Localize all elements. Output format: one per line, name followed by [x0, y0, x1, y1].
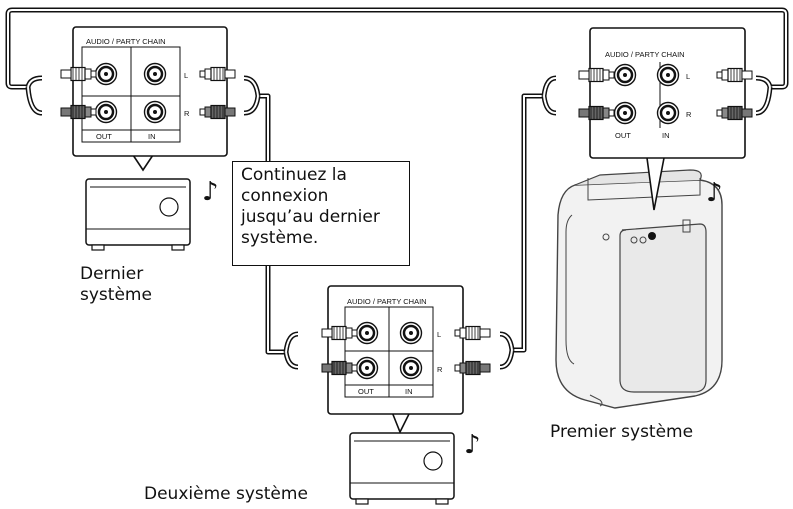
callout-line-2: connexion: [241, 186, 329, 206]
music-note-icon: ♪: [706, 178, 723, 208]
panel-c-left-label: L: [437, 330, 441, 339]
callout-line-3: jusqu’au dernier: [241, 207, 380, 227]
first-system-speaker: [555, 169, 723, 409]
cables: [5, 7, 789, 370]
last-system-label-line-2: système: [80, 285, 152, 305]
music-note-icon: ♪: [202, 177, 219, 207]
panel-last-system: [72, 26, 228, 157]
music-note-icon: ♪: [464, 430, 481, 460]
panel-c-out-label: OUT: [358, 387, 374, 396]
callout-line-4: système.: [241, 228, 319, 248]
panel-b-in-label: IN: [662, 131, 670, 140]
second-system-unit: [349, 432, 455, 505]
last-system-unit: [85, 178, 191, 251]
callout-line-1: Continuez la: [241, 165, 347, 185]
panel-a-right-label: R: [184, 109, 190, 118]
panel-a-in-label: IN: [148, 132, 156, 141]
panel-c-in-label: IN: [405, 387, 413, 396]
panel-b-right-label: R: [686, 110, 692, 119]
panel-a-header: AUDIO / PARTY CHAIN: [86, 37, 166, 46]
panel-a-out-label: OUT: [96, 132, 112, 141]
last-system-label-line-1: Dernier: [80, 264, 144, 284]
panel-b-out-label: OUT: [615, 131, 631, 140]
panel-first-system: [589, 27, 746, 159]
panel-labels: AUDIO / PARTY CHAIN L R OUT IN AUDIO / P…: [86, 37, 692, 396]
panel-c-right-label: R: [437, 365, 443, 374]
panel-b-header: AUDIO / PARTY CHAIN: [605, 50, 685, 59]
callout-box: Continuez la connexion jusqu’au dernier …: [232, 161, 410, 266]
panel-c-header: AUDIO / PARTY CHAIN: [347, 297, 427, 306]
second-system-label: Deuxième système: [144, 484, 308, 504]
first-system-label: Premier système: [550, 422, 694, 442]
panel-second-system: [327, 285, 464, 415]
panel-b-left-label: L: [686, 72, 690, 81]
panel-a-left-label: L: [184, 71, 188, 80]
panel-pointers: [132, 154, 665, 434]
